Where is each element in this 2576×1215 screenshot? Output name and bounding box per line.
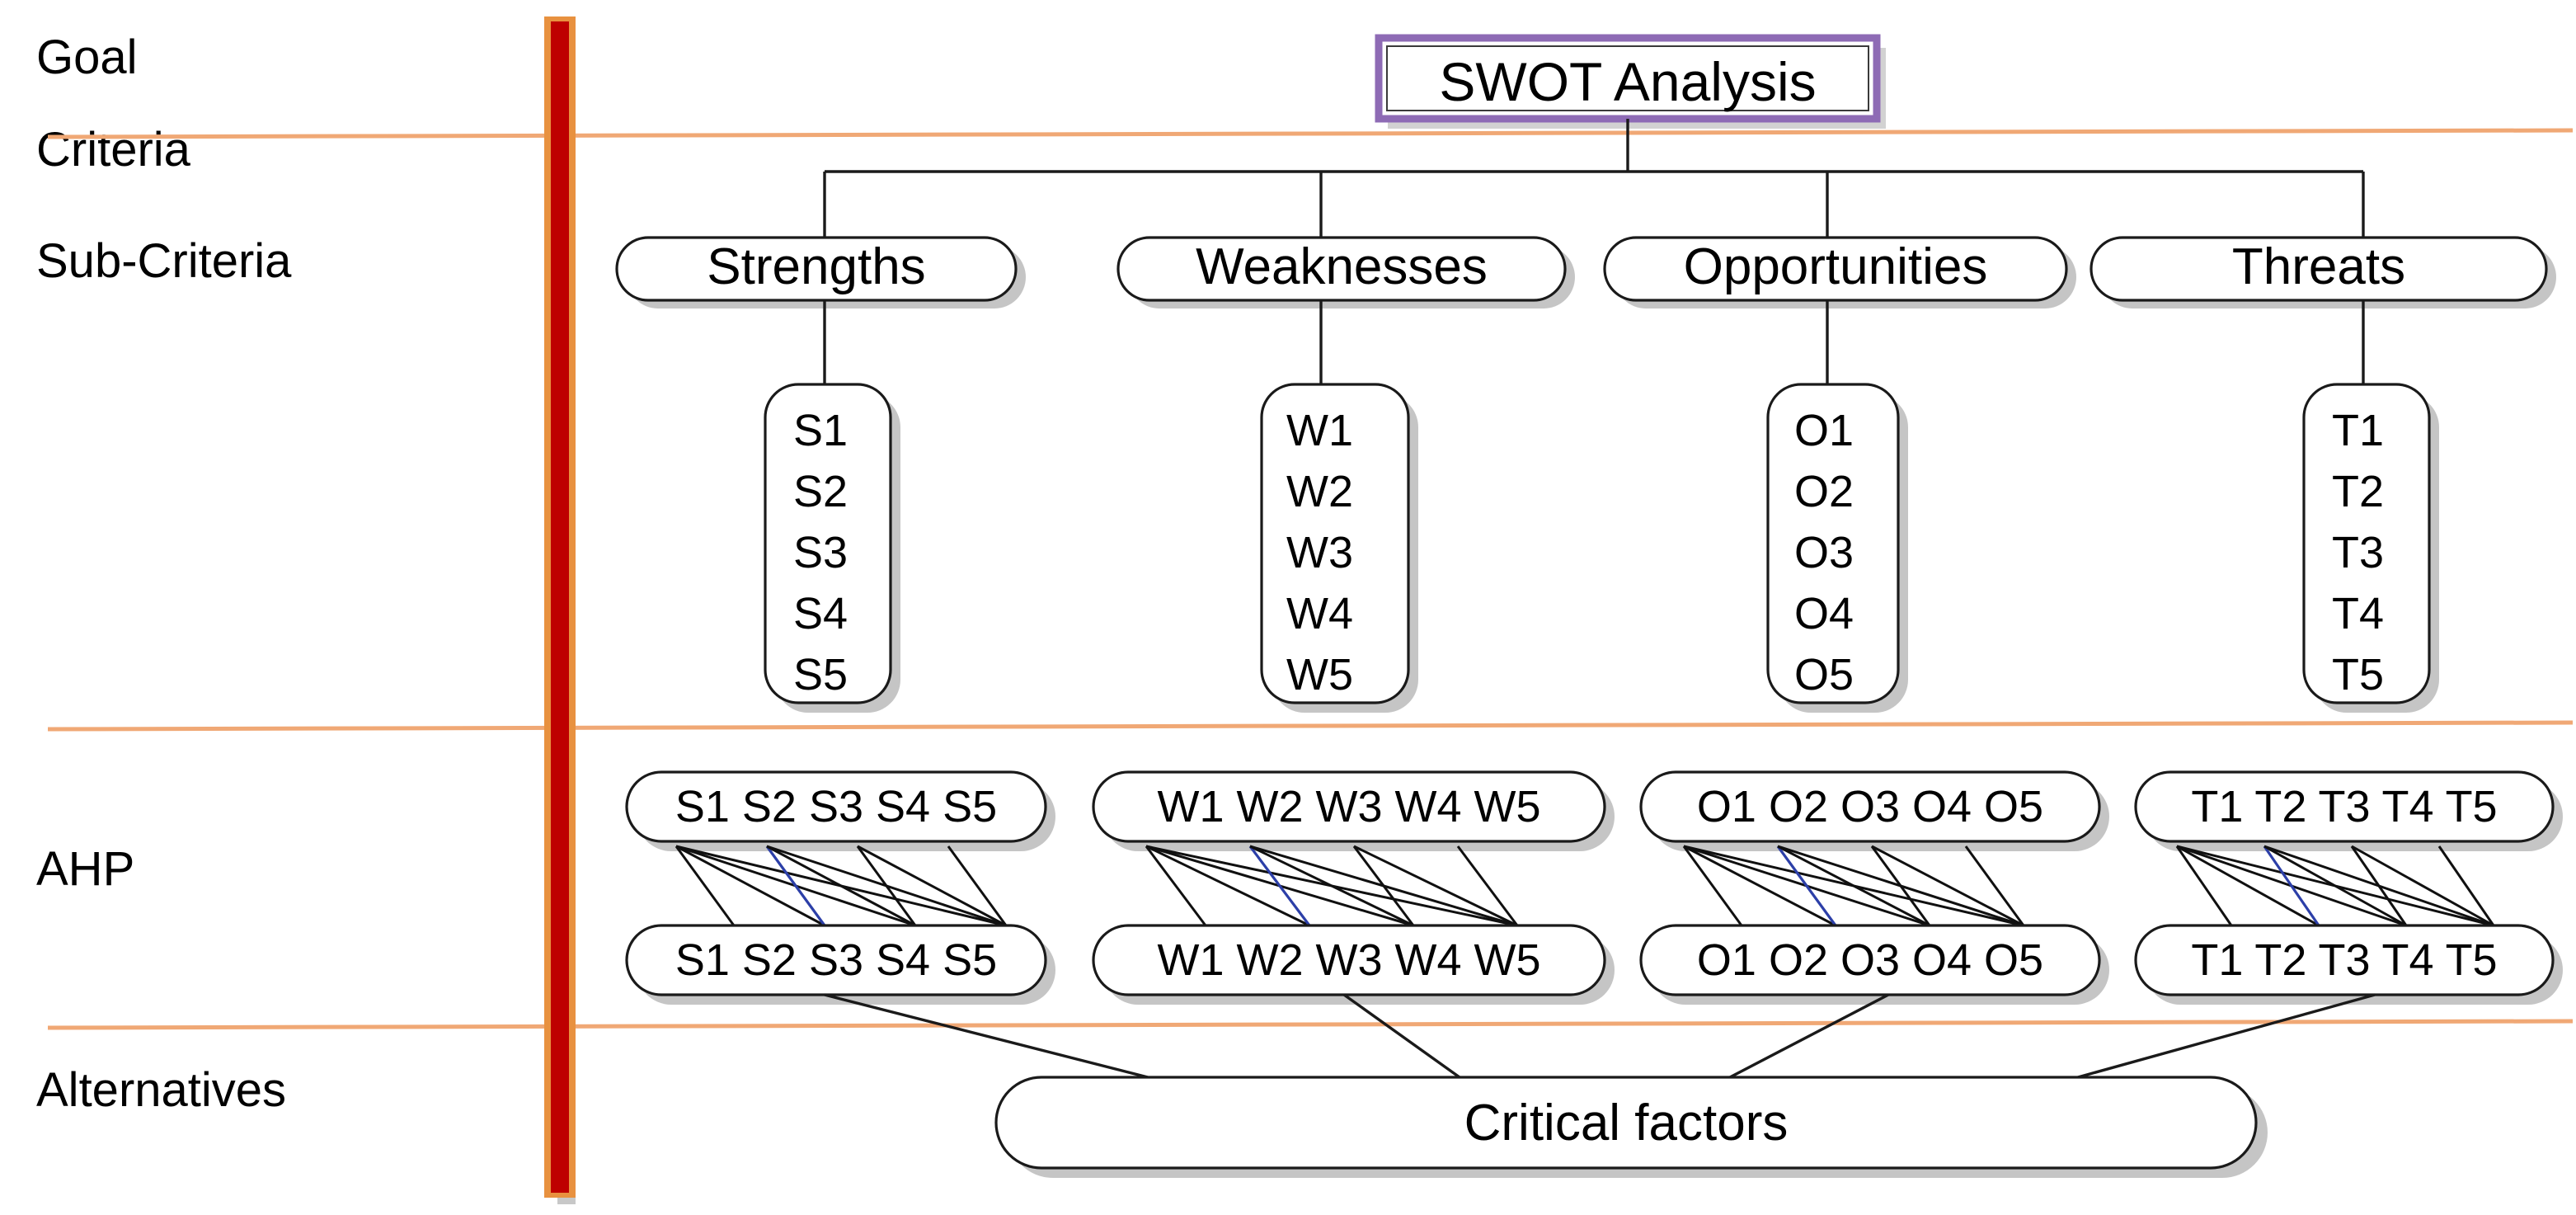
ahp-weaknesses-top-node[interactable]: W1 W2 W3 W4 W5	[1092, 770, 1615, 851]
ahp-threats-bottom-label: T1 T2 T3 T4 T5	[2191, 935, 2497, 985]
ahp-threats-top-node[interactable]: T1 T2 T3 T4 T5	[2134, 770, 2563, 851]
connector-strengths-to-alternatives	[824, 993, 1149, 1079]
sub-criteria-node-strengths[interactable]: S1 S2 S3 S4 S5	[764, 383, 900, 713]
ahp-opportunities-network	[1682, 845, 2025, 927]
criteria-row: Strengths Weaknesses Opportunities Threa…	[615, 236, 2556, 308]
ahp-strengths-top-label: S1 S2 S3 S4 S5	[675, 782, 997, 831]
ahp-to-alternatives-connectors	[824, 993, 2376, 1079]
ahp-opportunities-top-node[interactable]: O1 O2 O3 O4 O5	[1639, 770, 2109, 851]
criteria-threats-label: Threats	[2232, 238, 2405, 295]
ahp-group-threats: T1 T2 T3 T4 T5 T1 T2 T3 T4 T5	[2134, 770, 2563, 1005]
sub-criteria-node-opportunities[interactable]: O1 O2 O3 O4 O5	[1766, 383, 1908, 713]
sub-weaknesses-box	[1260, 383, 1410, 704]
connector-opportunities-to-alternatives	[1729, 993, 1889, 1079]
sub-weaknesses-item-1: W2	[1286, 467, 1353, 516]
sub-strengths-item-4: S5	[793, 650, 848, 699]
ahp-strengths-bottom-node[interactable]: S1 S2 S3 S4 S5	[625, 924, 1055, 1005]
sub-threats-item-0: T1	[2332, 406, 2384, 455]
criteria-opportunities-box	[1603, 236, 2068, 302]
row-label-sub-criteria: Sub-Criteria	[36, 234, 292, 288]
sub-criteria-node-threats[interactable]: T1 T2 T3 T4 T5	[2302, 383, 2439, 713]
divider-goal-criteria	[47, 128, 2574, 139]
sub-weaknesses-item-2: W3	[1286, 528, 1353, 577]
ahp-weaknesses-network	[1145, 845, 1519, 927]
sub-opportunities-item-3: O4	[1794, 589, 1854, 638]
goal-to-criteria-connectors	[823, 119, 2365, 238]
criteria-weaknesses-box	[1116, 236, 1567, 302]
criteria-node-threats[interactable]: Threats	[2089, 236, 2556, 308]
criteria-node-opportunities[interactable]: Opportunities	[1603, 236, 2076, 308]
divider-subcriteria-ahp	[47, 720, 2574, 732]
row-label-alternatives: Alternatives	[36, 1063, 287, 1117]
alternatives-box	[994, 1076, 2258, 1170]
sub-strengths-item-1: S2	[793, 467, 848, 516]
ahp-group-opportunities: O1 O2 O3 O4 O5 O1 O2 O3 O4 O5	[1639, 770, 2109, 1005]
goal-label: SWOT Analysis	[1439, 51, 1816, 112]
criteria-weaknesses-label: Weaknesses	[1196, 238, 1488, 295]
ahp-weaknesses-bottom-box	[1092, 924, 1606, 996]
sub-threats-box	[2302, 383, 2431, 704]
sub-strengths-item-3: S4	[793, 589, 848, 638]
goal-box-border	[1375, 34, 1881, 123]
spine-bar	[544, 16, 576, 1204]
sub-strengths-item-0: S1	[793, 406, 848, 455]
spine-bar-fill	[551, 21, 569, 1193]
sub-weaknesses-item-3: W4	[1286, 589, 1353, 638]
sub-threats-item-4: T5	[2332, 650, 2384, 699]
ahp-opportunities-top-box	[1639, 770, 2101, 843]
ahp-weaknesses-top-box	[1092, 770, 1606, 843]
row-label-ahp: AHP	[36, 842, 135, 896]
connector-threats-to-alternatives	[2077, 993, 2376, 1079]
ahp-strengths-network	[675, 845, 1008, 927]
sub-threats-item-2: T3	[2332, 528, 2384, 577]
sub-strengths-box	[764, 383, 892, 704]
ahp-weaknesses-bottom-label: W1 W2 W3 W4 W5	[1157, 935, 1540, 985]
sub-threats-item-3: T4	[2332, 589, 2384, 638]
sub-threats-item-1: T2	[2332, 467, 2384, 516]
alternatives-node[interactable]: Critical factors	[994, 1076, 2268, 1178]
ahp-threats-top-box	[2134, 770, 2555, 843]
ahp-weaknesses-bottom-node[interactable]: W1 W2 W3 W4 W5	[1092, 924, 1615, 1005]
ahp-opportunities-top-label: O1 O2 O3 O4 O5	[1697, 782, 2043, 831]
sub-opportunities-item-1: O2	[1794, 467, 1854, 516]
sub-criteria-row: S1 S2 S3 S4 S5 W1 W2 W3 W4 W5 O1	[764, 383, 2439, 713]
sub-strengths-item-2: S3	[793, 528, 848, 577]
ahp-opportunities-bottom-node[interactable]: O1 O2 O3 O4 O5	[1639, 924, 2109, 1005]
ahp-threats-top-label: T1 T2 T3 T4 T5	[2191, 782, 2497, 831]
ahp-threats-bottom-node[interactable]: T1 T2 T3 T4 T5	[2134, 924, 2563, 1005]
ahp-strengths-bottom-label: S1 S2 S3 S4 S5	[675, 935, 997, 985]
ahp-strengths-bottom-box	[625, 924, 1047, 996]
criteria-node-strengths[interactable]: Strengths	[615, 236, 1026, 308]
criteria-strengths-label: Strengths	[707, 238, 925, 295]
criteria-node-weaknesses[interactable]: Weaknesses	[1116, 236, 1575, 308]
criteria-to-subcriteria-connectors	[823, 300, 2365, 384]
ahp-strengths-top-box	[625, 770, 1047, 843]
divider-ahp-alternatives	[47, 1019, 2574, 1030]
row-label-criteria: Criteria	[36, 123, 190, 177]
connector-weaknesses-to-alternatives	[1343, 993, 1460, 1079]
ahp-group-weaknesses: W1 W2 W3 W4 W5 W1 W2 W3 W4 W5	[1092, 770, 1615, 1005]
criteria-threats-box	[2089, 236, 2548, 302]
divider-lines	[47, 128, 2574, 1030]
ahp-weaknesses-top-label: W1 W2 W3 W4 W5	[1157, 782, 1540, 831]
alternatives-label: Critical factors	[1464, 1095, 1789, 1151]
criteria-opportunities-label: Opportunities	[1684, 238, 1988, 295]
sub-criteria-node-weaknesses[interactable]: W1 W2 W3 W4 W5	[1260, 383, 1418, 713]
ahp-threats-network	[2175, 845, 2495, 927]
goal-box-inner	[1386, 45, 1869, 111]
goal-node[interactable]: SWOT Analysis	[1375, 34, 1886, 129]
ahp-threats-bottom-box	[2134, 924, 2555, 996]
sub-opportunities-item-4: O5	[1794, 650, 1854, 699]
sub-opportunities-item-0: O1	[1794, 406, 1854, 455]
sub-weaknesses-item-0: W1	[1286, 406, 1353, 455]
sub-weaknesses-item-4: W5	[1286, 650, 1353, 699]
sub-opportunities-box	[1766, 383, 1900, 704]
criteria-strengths-box	[615, 236, 1018, 302]
ahp-opportunities-bottom-box	[1639, 924, 2101, 996]
ahp-strengths-top-node[interactable]: S1 S2 S3 S4 S5	[625, 770, 1055, 851]
ahp-opportunities-bottom-label: O1 O2 O3 O4 O5	[1697, 935, 2043, 985]
row-label-goal: Goal	[36, 31, 138, 84]
ahp-group-strengths: S1 S2 S3 S4 S5 S1 S2 S3 S4 S5	[625, 770, 1055, 1005]
sub-opportunities-item-2: O3	[1794, 528, 1854, 577]
